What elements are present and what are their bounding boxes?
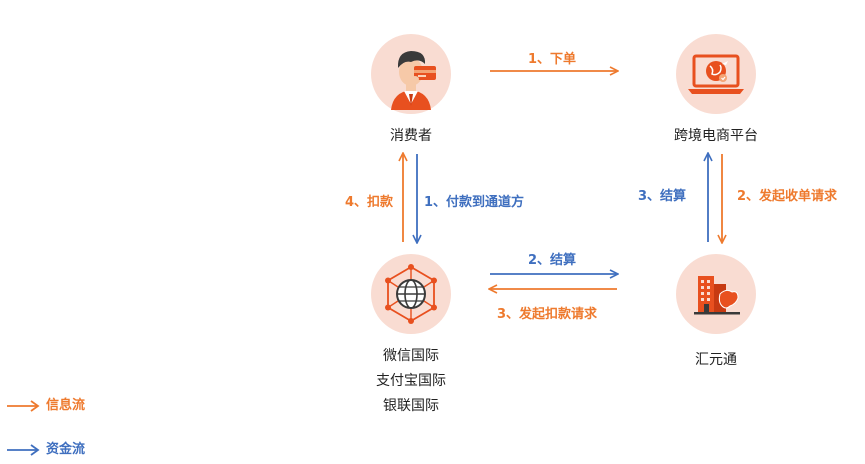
platform-label: 跨境电商平台 bbox=[674, 128, 758, 144]
edge-label-deduct: 4、扣款 bbox=[345, 195, 394, 210]
consumer-label: 消费者 bbox=[390, 128, 432, 144]
consumer-node bbox=[371, 34, 451, 114]
legend-info-label: 信息流 bbox=[46, 398, 86, 413]
edge-label-settle-b: 3、结算 bbox=[638, 189, 687, 204]
building-map-icon bbox=[676, 254, 756, 334]
legend-fund-flow: 资金流 bbox=[6, 438, 85, 457]
payment-label-wechat: 微信国际 bbox=[383, 348, 439, 364]
legend-info-flow: 信息流 bbox=[6, 394, 85, 413]
edge-label-settle-a: 2、结算 bbox=[528, 253, 577, 268]
hyt-node bbox=[676, 254, 756, 334]
orange-arrow-icon bbox=[7, 399, 40, 412]
consumer-person-card-icon bbox=[371, 34, 451, 114]
payment-label-alipay: 支付宝国际 bbox=[376, 373, 446, 389]
network-globe-icon bbox=[371, 254, 451, 334]
edge-label-collect-request: 2、发起收单请求 bbox=[737, 189, 838, 204]
payment-label-unionpay: 银联国际 bbox=[383, 398, 439, 414]
edge-label-order: 1、下单 bbox=[528, 52, 577, 67]
platform-node bbox=[676, 34, 756, 114]
hyt-label: 汇元通 bbox=[695, 352, 737, 368]
legend-fund-label: 资金流 bbox=[46, 442, 86, 457]
edge-label-pay-channel: 1、付款到通道方 bbox=[424, 195, 525, 210]
payment-channel-node bbox=[371, 254, 451, 334]
laptop-globe-icon bbox=[676, 34, 756, 114]
blue-arrow-icon bbox=[7, 443, 40, 456]
edge-label-deduct-request: 3、发起扣款请求 bbox=[497, 307, 598, 322]
